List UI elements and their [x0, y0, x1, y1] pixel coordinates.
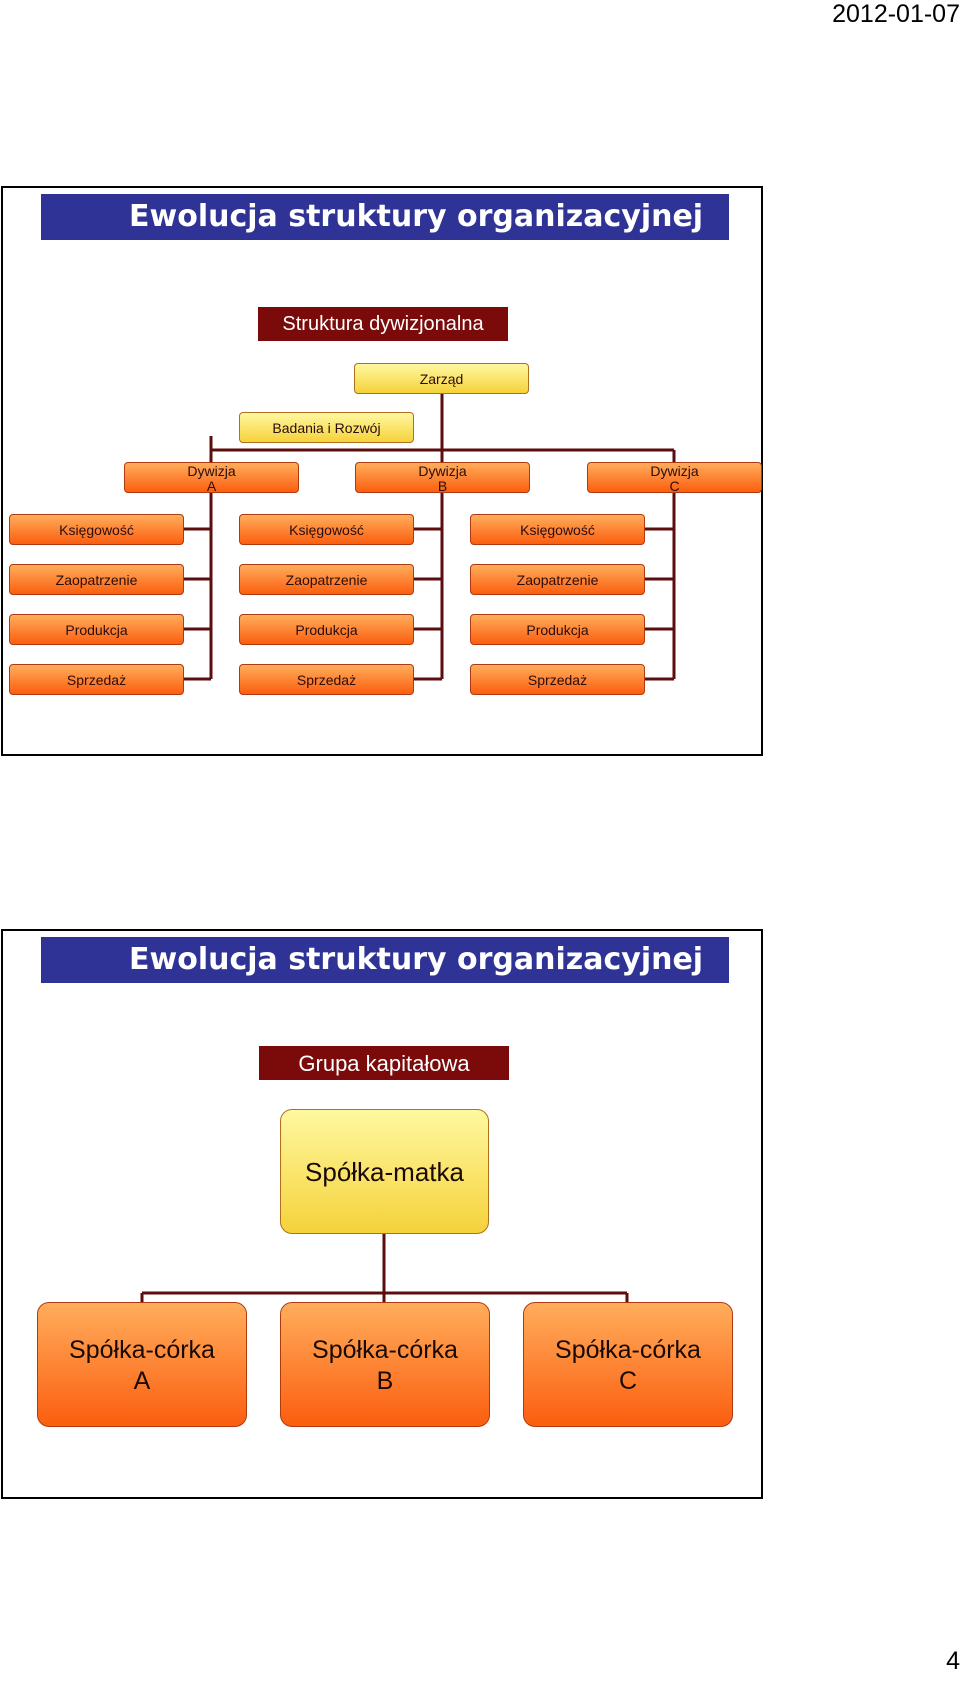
org-box-ksiegowosc-c: Księgowość: [470, 514, 645, 545]
org-box-spolka-corka-b: Spółka-córka B: [280, 1302, 490, 1427]
org-box-zaopatrzenie-c: Zaopatrzenie: [470, 564, 645, 595]
child-label: Spółka-córka: [69, 1336, 215, 1364]
org-box-dywizja-c: Dywizja C: [587, 462, 762, 494]
child-label: Spółka-córka: [312, 1336, 458, 1364]
division-label: Dywizja: [418, 463, 467, 479]
org-box-ksiegowosc-a: Księgowość: [9, 514, 184, 545]
org-box-spolka-matka: Spółka-matka: [280, 1109, 489, 1234]
child-letter: C: [618, 1367, 638, 1395]
page-number: 4: [946, 1647, 960, 1675]
slide-title: Ewolucja struktury organizacyjnej: [41, 937, 729, 983]
org-box-sprzedaz-a: Sprzedaż: [9, 664, 184, 695]
division-letter: B: [437, 478, 448, 494]
child-letter: A: [133, 1367, 151, 1395]
org-box-sprzedaz-c: Sprzedaż: [470, 664, 645, 695]
org-box-dywizja-b: Dywizja B: [355, 462, 530, 494]
division-label: Dywizja: [187, 463, 236, 479]
group-chart-connectors: [140, 1229, 629, 1303]
slide-divisional-structure: Ewolucja struktury organizacyjnej Strukt…: [1, 186, 763, 756]
org-box-spolka-corka-c: Spółka-córka C: [523, 1302, 733, 1427]
division-letter: C: [669, 478, 680, 494]
slide-capital-group: Ewolucja struktury organizacyjnej Grupa …: [1, 929, 763, 1499]
slide-subtitle: Grupa kapitałowa: [259, 1046, 509, 1080]
slide-title: Ewolucja struktury organizacyjnej: [41, 194, 729, 240]
org-box-sprzedaz-b: Sprzedaż: [239, 664, 414, 695]
slide-subtitle: Struktura dywizjonalna: [258, 307, 508, 341]
org-box-spolka-corka-a: Spółka-córka A: [37, 1302, 247, 1427]
org-box-dywizja-a: Dywizja A: [124, 462, 299, 494]
org-box-produkcja-c: Produkcja: [470, 614, 645, 645]
child-label: Spółka-córka: [555, 1336, 701, 1364]
division-letter: A: [206, 478, 217, 494]
org-box-zaopatrzenie-b: Zaopatrzenie: [239, 564, 414, 595]
org-box-zarzad: Zarząd: [354, 363, 529, 394]
org-box-badania-rozwoj: Badania i Rozwój: [239, 412, 414, 443]
org-box-produkcja-b: Produkcja: [239, 614, 414, 645]
division-label: Dywizja: [650, 463, 699, 479]
document-date: 2012-01-07: [832, 0, 960, 28]
org-box-ksiegowosc-b: Księgowość: [239, 514, 414, 545]
org-box-produkcja-a: Produkcja: [9, 614, 184, 645]
org-chart-connectors: [183, 393, 676, 681]
org-box-zaopatrzenie-a: Zaopatrzenie: [9, 564, 184, 595]
child-letter: B: [376, 1367, 394, 1395]
